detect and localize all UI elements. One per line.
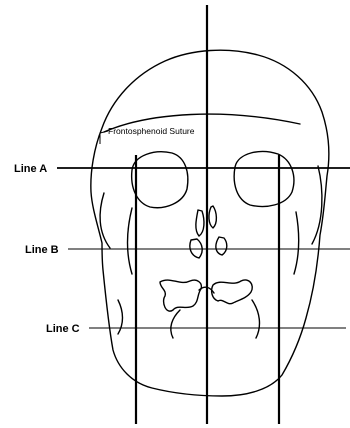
right-orbit xyxy=(234,152,294,207)
line-b-label: Line B xyxy=(25,244,59,256)
suture-label: Frontosphenoid Suture xyxy=(108,126,195,136)
left-orbit xyxy=(132,152,188,208)
suture-pointer xyxy=(100,131,108,144)
line-c-label: Line C xyxy=(46,323,80,335)
nasal-lower-right xyxy=(216,237,227,255)
left-cheek-contour xyxy=(128,208,133,274)
right-cheek-contour xyxy=(294,212,299,274)
right-maxilla xyxy=(212,280,253,304)
nasal-upper-right xyxy=(209,206,216,228)
left-jaw-contour xyxy=(171,310,180,338)
line-a-label: Line A xyxy=(14,163,47,175)
left-maxilla xyxy=(160,280,201,311)
left-mandible-notch xyxy=(118,300,123,334)
right-jaw-contour xyxy=(252,300,259,338)
nasal-upper-left xyxy=(196,210,204,236)
